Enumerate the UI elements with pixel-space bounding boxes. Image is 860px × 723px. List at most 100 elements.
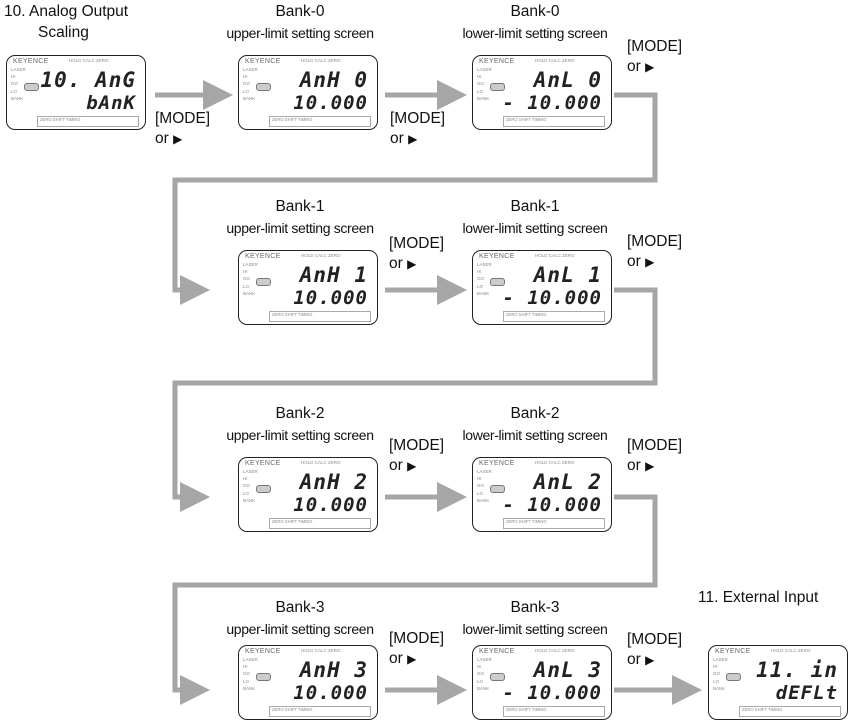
display-line-1: AnL 2 [533, 470, 602, 494]
bottom-indicator-labels: ZERO SHIFT TIMING [269, 706, 371, 717]
or-label: or [389, 650, 403, 667]
display-line-1: AnL 1 [533, 263, 602, 287]
title-analog-output: 10. Analog Output [4, 3, 129, 20]
bank0-lower-heading: Bank-0 [510, 3, 560, 20]
go-indicator-lamp [490, 673, 505, 681]
bottom-indicator-labels: ZERO SHIFT TIMING [739, 706, 841, 717]
display-line-2: 10.000 [293, 494, 368, 516]
display-line-1: AnL 3 [533, 658, 602, 682]
display-line-2: bAnK [86, 92, 136, 114]
indicator-labels: HOLD CALC ZERO [301, 253, 341, 258]
display-line-1: 10. AnG [40, 68, 136, 92]
brand-logo: KEYENCE [245, 460, 281, 467]
display-line-2: - 10.000 [502, 92, 602, 114]
display-line-1: 11. in [756, 658, 838, 682]
mode-hint: [MODE] or ▶ [627, 37, 682, 77]
brand-logo: KEYENCE [479, 648, 515, 655]
go-indicator-lamp [490, 278, 505, 286]
display-line-2: - 10.000 [502, 682, 602, 704]
go-indicator-lamp [256, 673, 271, 681]
right-arrow-icon: ▶ [645, 255, 655, 269]
mode-hint: [MODE] or ▶ [389, 629, 444, 669]
display-line-2: - 10.000 [502, 494, 602, 516]
brand-logo: KEYENCE [479, 58, 515, 65]
bank1-lower-sub: lower-limit setting screen [462, 220, 608, 236]
bank1-upper-heading: Bank-1 [275, 198, 325, 215]
right-arrow-icon: ▶ [645, 653, 655, 667]
display-line-1: AnL 0 [533, 68, 602, 92]
display-line-2: 10.000 [293, 92, 368, 114]
right-arrow-icon: ▶ [645, 459, 655, 473]
mode-hint: [MODE] or ▶ [627, 232, 682, 272]
bottom-indicator-labels: ZERO SHIFT TIMING [37, 116, 139, 127]
brand-logo: KEYENCE [715, 648, 751, 655]
bank3-lower-sub: lower-limit setting screen [462, 621, 608, 637]
bank0-lower-sub: lower-limit setting screen [462, 25, 608, 41]
brand-logo: KEYENCE [245, 58, 281, 65]
mode-label: [MODE] [390, 110, 446, 127]
mode-label: [MODE] [627, 631, 683, 648]
right-arrow-icon: ▶ [407, 459, 417, 473]
or-label: or [389, 457, 403, 474]
bank2-upper-sub: upper-limit setting screen [226, 427, 374, 443]
display-line-1: AnH 0 [299, 68, 368, 92]
indicator-labels: HOLD CALC ZERO [69, 58, 109, 63]
bottom-indicator-labels: ZERO SHIFT TIMING [269, 518, 371, 529]
mode-label: [MODE] [389, 235, 445, 252]
mode-hint: [MODE] or ▶ [390, 109, 445, 149]
display-line-2: 10.000 [293, 287, 368, 309]
go-indicator-lamp [256, 485, 271, 493]
brand-logo: KEYENCE [479, 253, 515, 260]
arrow-bank2-to-bank3 [172, 494, 658, 705]
mode-label: [MODE] [389, 437, 445, 454]
bank0-upper-sub: upper-limit setting screen [226, 25, 374, 41]
go-indicator-lamp [490, 485, 505, 493]
bank3-upper-heading: Bank-3 [275, 599, 325, 616]
bottom-indicator-labels: ZERO SHIFT TIMING [269, 116, 371, 127]
right-arrow-icon: ▶ [173, 132, 183, 146]
indicator-labels: HOLD CALC ZERO [301, 58, 341, 63]
title-scaling: Scaling [38, 24, 89, 41]
bank2-lower-sub: lower-limit setting screen [462, 427, 608, 443]
bottom-indicator-labels: ZERO SHIFT TIMING [503, 116, 605, 127]
or-label: or [627, 457, 641, 474]
mode-hint: [MODE] or ▶ [627, 630, 682, 670]
bottom-indicator-labels: ZERO SHIFT TIMING [503, 518, 605, 529]
bank3-upper-sub: upper-limit setting screen [226, 621, 374, 637]
indicator-labels: HOLD CALC ZERO [301, 460, 341, 465]
display-line-1: AnH 1 [299, 263, 368, 287]
indicator-labels: HOLD CALC ZERO [301, 648, 341, 653]
bank3-lower-heading: Bank-3 [510, 599, 560, 616]
bank0-upper-heading: Bank-0 [275, 3, 325, 20]
mode-hint: [MODE] or ▶ [627, 436, 682, 476]
or-label: or [390, 130, 404, 147]
indicator-labels: HOLD CALC ZERO [535, 58, 575, 63]
bank1-upper-sub: upper-limit setting screen [226, 220, 374, 236]
right-arrow-icon: ▶ [645, 60, 655, 74]
bank2-lower-heading: Bank-2 [510, 405, 560, 422]
right-arrow-icon: ▶ [408, 132, 418, 146]
go-indicator-lamp [490, 83, 505, 91]
mode-label: [MODE] [627, 437, 683, 454]
or-label: or [627, 253, 641, 270]
mode-label: [MODE] [389, 630, 445, 647]
arrow-bank1-to-bank2 [172, 287, 658, 512]
mode-label: [MODE] [627, 233, 683, 250]
mode-hint: [MODE] or ▶ [389, 436, 444, 476]
display-line-2: dEFLt [775, 682, 838, 704]
bank1-lower-heading: Bank-1 [510, 198, 560, 215]
go-indicator-lamp [256, 278, 271, 286]
go-indicator-lamp [726, 673, 741, 681]
